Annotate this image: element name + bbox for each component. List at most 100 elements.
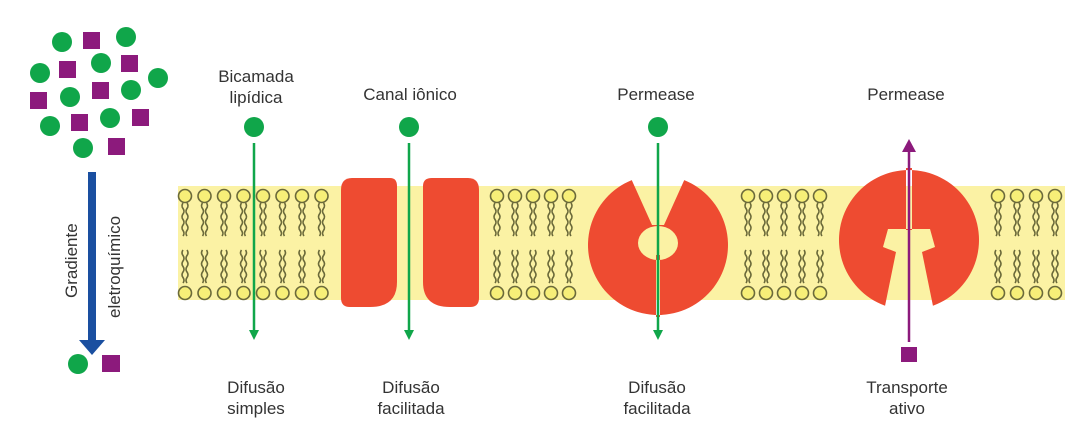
lipid-tail xyxy=(998,249,1002,284)
lipid-tail xyxy=(529,202,533,237)
lipid-head-top xyxy=(812,188,828,204)
lipid-bilayer xyxy=(177,188,1063,301)
lipid-head-top xyxy=(507,188,523,204)
lipid-tail xyxy=(511,202,515,237)
cluster-green-ion xyxy=(73,138,93,158)
lipid-tail xyxy=(1036,202,1040,237)
lipid-head-bottom xyxy=(794,285,810,301)
lipid-tail xyxy=(762,202,766,237)
lipid-tail xyxy=(298,249,302,284)
lipid-head-top xyxy=(794,188,810,204)
lipid-tail xyxy=(798,249,802,284)
phospholipid xyxy=(794,188,810,301)
lipid-tail xyxy=(302,202,306,237)
lipid-tail xyxy=(816,249,820,284)
lipid-head-bottom xyxy=(489,285,505,301)
lipid-tail xyxy=(1036,249,1040,284)
lipid-tail xyxy=(1032,249,1036,284)
label-facilitated-diffusion-channel: Difusão facilitada xyxy=(377,377,444,419)
label-facilitated-channel-line1: Difusão xyxy=(382,378,440,397)
lipid-tail xyxy=(511,249,515,284)
lipid-head-bottom xyxy=(216,285,232,301)
label-simple-diffusion-line2: simples xyxy=(227,399,285,418)
label-lipid-bilayer-line1: Bicamada xyxy=(218,67,294,86)
cluster-purple-ion xyxy=(30,92,47,109)
ion-channel xyxy=(341,178,479,307)
lipid-head-bottom xyxy=(776,285,792,301)
lipid-head-top xyxy=(543,188,559,204)
lipid-head-bottom xyxy=(255,285,271,301)
lipid-tail xyxy=(533,202,537,237)
gradient-label-line2: eletroquímico xyxy=(105,215,124,318)
lipid-tail xyxy=(243,249,248,284)
cluster-purple-ion xyxy=(71,114,88,131)
cluster-green-ion xyxy=(148,68,168,88)
cluster-green-ion xyxy=(60,87,80,107)
label-facilitated-permease-line2: facilitada xyxy=(623,399,691,418)
molecule-cluster xyxy=(30,27,168,158)
lipid-tail xyxy=(497,202,501,237)
gradient-label-line1: Gradiente xyxy=(62,223,81,298)
lipid-tail xyxy=(321,202,326,237)
lipid-tail xyxy=(224,249,228,284)
gradient-arrow xyxy=(79,172,105,355)
lipid-head-top xyxy=(1047,188,1063,204)
lipid-tail xyxy=(239,249,244,284)
lipid-tail xyxy=(1051,202,1055,237)
cluster-green-ion xyxy=(91,53,111,73)
cluster-purple-ion xyxy=(121,55,138,72)
label-facilitated-diffusion-permease: Difusão facilitada xyxy=(623,377,690,419)
phospholipid xyxy=(561,188,577,301)
gradient-arrow-shaft xyxy=(88,172,96,344)
lipid-tail xyxy=(565,202,569,237)
label-ion-channel: Canal iônico xyxy=(363,85,457,104)
label-facilitated-permease-line1: Difusão xyxy=(628,378,686,397)
lipid-head-bottom xyxy=(275,285,290,301)
phospholipid xyxy=(489,188,505,301)
lipid-tail xyxy=(204,202,209,237)
lipid-head-bottom xyxy=(1047,285,1063,301)
lipid-tail xyxy=(298,202,302,237)
label-active-transport: Transporte ativo xyxy=(866,377,948,419)
lipid-tail xyxy=(569,249,573,284)
phospholipid xyxy=(525,188,541,301)
phospholipid xyxy=(740,188,756,301)
lipid-tail xyxy=(998,202,1002,237)
lipid-tail xyxy=(784,202,788,237)
lipid-tail xyxy=(533,249,537,284)
lipid-head-bottom xyxy=(507,285,523,301)
lipid-head-bottom xyxy=(561,285,577,301)
phospholipid xyxy=(507,188,523,301)
lipid-tail xyxy=(243,202,248,237)
lipid-tail xyxy=(529,249,533,284)
phospholipid xyxy=(758,188,774,301)
lipid-tail xyxy=(748,249,752,284)
lipid-head-bottom xyxy=(758,285,774,301)
lipid-tail xyxy=(515,249,519,284)
lipid-tail xyxy=(185,249,189,284)
lipid-tail xyxy=(1051,249,1055,284)
lipid-head-top xyxy=(561,188,577,204)
lipid-tail xyxy=(282,249,287,284)
lipid-head-bottom xyxy=(740,285,756,301)
label-simple-diffusion-line1: Difusão xyxy=(227,378,285,397)
lipid-head-bottom xyxy=(314,285,329,301)
lipid-tail xyxy=(744,249,748,284)
lipid-tail xyxy=(1032,202,1036,237)
lipid-head-bottom xyxy=(1028,285,1044,301)
lipid-head-bottom xyxy=(990,285,1006,301)
phospholipid xyxy=(314,188,329,301)
lipid-head-bottom xyxy=(236,285,251,301)
label-lipid-bilayer-line2: lipídica xyxy=(229,88,283,107)
lipid-head-top xyxy=(1009,188,1025,204)
lipid-tail xyxy=(493,249,497,284)
lipid-tail xyxy=(181,202,185,237)
lipid-tail xyxy=(200,249,205,284)
label-active-transport-line2: ativo xyxy=(889,399,925,418)
lipid-head-bottom xyxy=(1009,285,1025,301)
cluster-purple-ion xyxy=(92,82,109,99)
lipid-tail xyxy=(780,202,784,237)
lipid-tail xyxy=(321,249,326,284)
lipid-tail xyxy=(259,202,263,237)
